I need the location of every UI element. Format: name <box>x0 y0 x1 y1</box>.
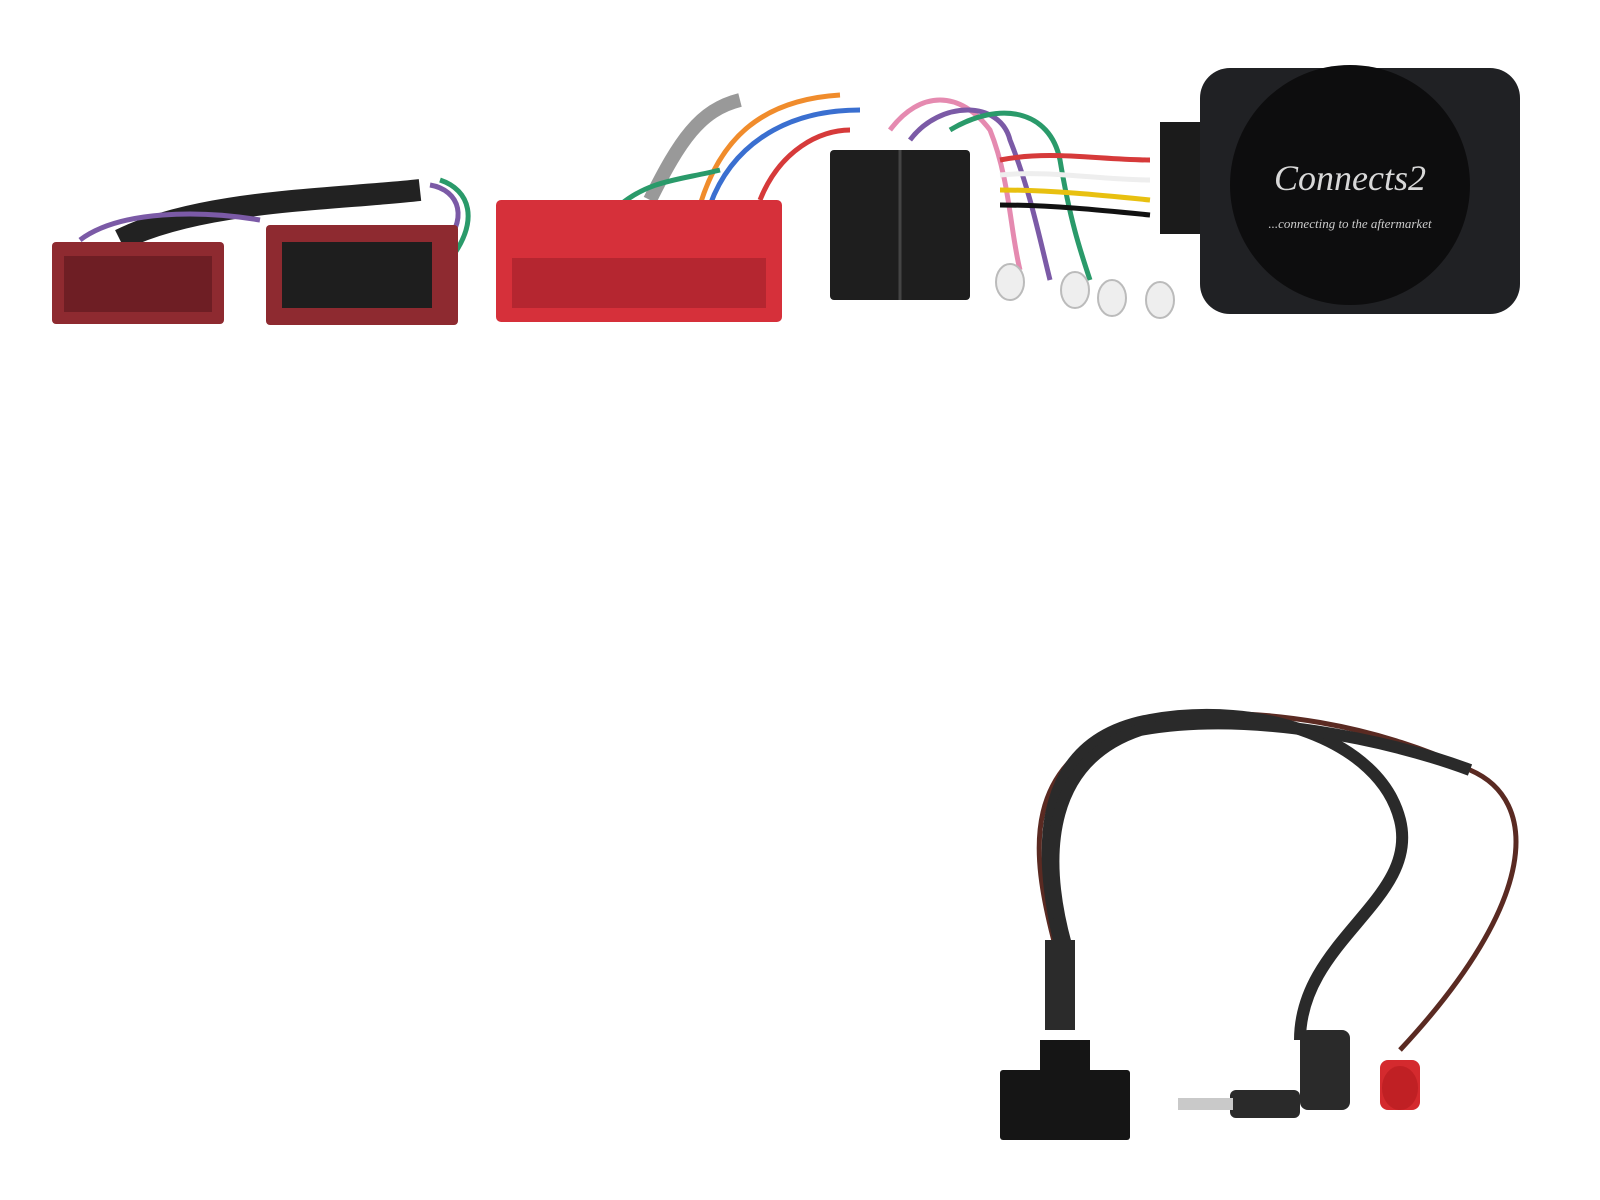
wiring-plug-black <box>1000 940 1130 1140</box>
vehicle-connector-red <box>496 200 782 322</box>
interface-module: Connects2 ...connecting to the aftermark… <box>1160 65 1520 314</box>
wire-harness <box>78 92 1151 281</box>
logo-brand: Connects2 <box>1274 158 1426 198</box>
steering-control-lead <box>1036 708 1519 1052</box>
logo-tagline: ...connecting to the aftermarket <box>1268 216 1432 231</box>
antenna-plug <box>1380 1060 1420 1110</box>
audio-jack <box>1178 1030 1350 1118</box>
iso-connector-large <box>266 225 458 325</box>
bullet-terminals <box>995 263 1175 319</box>
iso-connector-black <box>830 150 970 300</box>
iso-connector-small <box>52 242 224 324</box>
